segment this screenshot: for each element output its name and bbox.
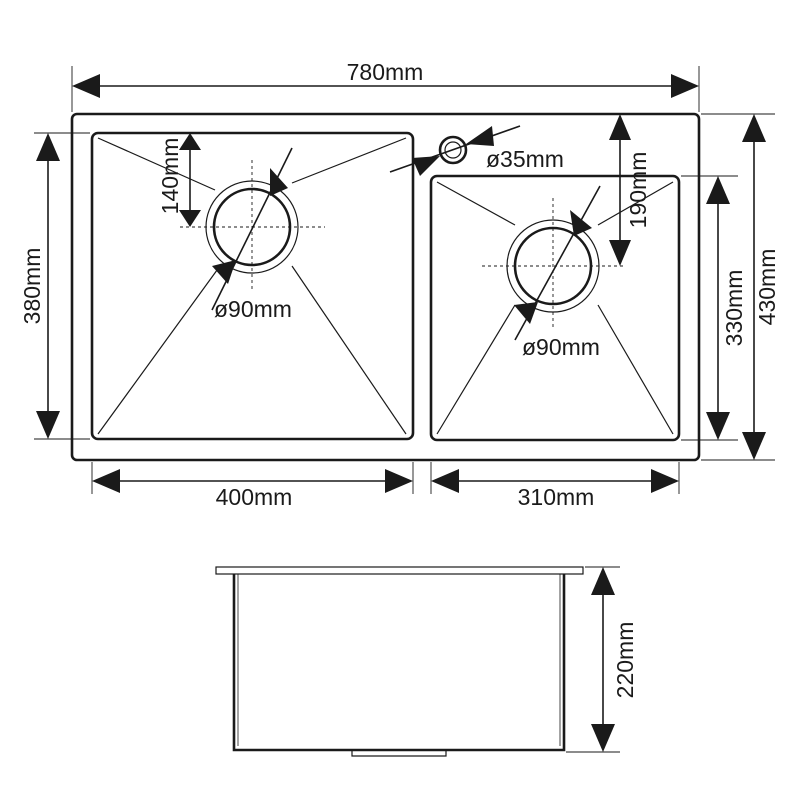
- dim-left-drain-diameter: ø90mm: [211, 147, 293, 322]
- label-left-bowl-depth: 380mm: [19, 248, 45, 325]
- dim-tap-hole-diameter: ø35mm: [389, 125, 564, 176]
- left-drain-icon: [180, 160, 325, 290]
- label-right-bowl-width: 310mm: [518, 484, 595, 510]
- label-tap-hole-diameter: ø35mm: [486, 146, 564, 172]
- label-bowl-height: 220mm: [612, 622, 638, 699]
- right-bowl: [429, 174, 681, 442]
- label-overall-depth: 430mm: [754, 249, 780, 326]
- drain-outlet-icon: [351, 750, 447, 757]
- label-right-bowl-depth: 330mm: [721, 270, 747, 347]
- top-view: [70, 112, 701, 462]
- tap-hole-icon: [438, 135, 468, 165]
- dim-right-drain-offset: 190mm: [604, 113, 651, 266]
- label-right-drain-offset: 190mm: [625, 152, 651, 229]
- dim-bowl-height: 220mm: [566, 566, 638, 753]
- right-drain-icon: [482, 198, 625, 330]
- left-bowl: [90, 131, 415, 441]
- dim-overall-width: 780mm: [71, 59, 700, 112]
- label-overall-width: 780mm: [347, 59, 424, 85]
- label-left-drain-diameter: ø90mm: [214, 296, 292, 322]
- label-left-bowl-width: 400mm: [216, 484, 293, 510]
- side-view: [215, 566, 584, 757]
- dim-right-drain-diameter: ø90mm: [514, 185, 601, 360]
- label-right-drain-diameter: ø90mm: [522, 334, 600, 360]
- dim-overall-depth: 430mm: [701, 113, 780, 461]
- dim-right-bowl-depth: 330mm: [681, 175, 747, 441]
- dim-left-bowl-width: 400mm: [91, 462, 414, 510]
- sink-outer-rim: [70, 112, 701, 462]
- label-left-drain-offset: 140mm: [157, 138, 183, 215]
- dim-right-bowl-width: 310mm: [430, 462, 680, 510]
- dim-left-bowl-depth: 380mm: [19, 132, 90, 440]
- dim-left-drain-offset: 140mm: [157, 132, 206, 227]
